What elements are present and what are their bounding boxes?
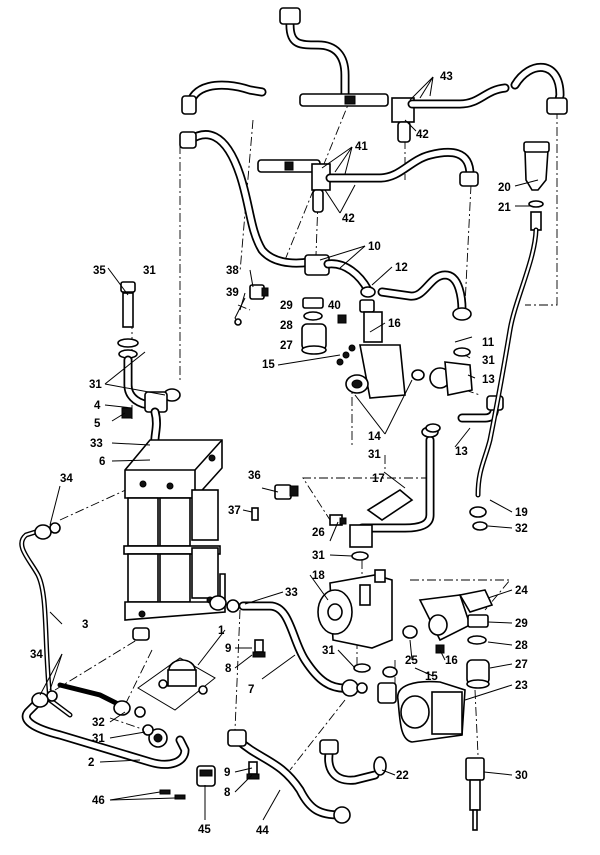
callout-26: 26 xyxy=(312,527,325,539)
callout-41: 41 xyxy=(355,141,368,153)
callout-35: 35 xyxy=(93,265,106,277)
central-junction xyxy=(301,297,504,423)
callout-8-top: 8 xyxy=(225,663,232,675)
callout-13-top: 13 xyxy=(482,374,495,386)
regulator-1 xyxy=(137,657,216,711)
callout-7: 7 xyxy=(248,684,254,696)
callout-33-bottom: 33 xyxy=(285,587,298,599)
callout-27-right: 27 xyxy=(515,659,528,671)
callout-2: 2 xyxy=(88,757,94,769)
callout-40: 40 xyxy=(328,300,341,312)
callout-30: 30 xyxy=(515,770,528,782)
callout-15-top: 15 xyxy=(262,359,275,371)
callout-31-top: 31 xyxy=(143,265,156,277)
callout-17: 17 xyxy=(372,473,385,485)
callout-labels: 43 42 41 42 20 21 10 12 35 31 38 39 29 4… xyxy=(30,71,528,837)
callout-12: 12 xyxy=(395,262,408,274)
callout-34-bottom: 34 xyxy=(30,649,43,661)
callout-23: 23 xyxy=(515,680,528,692)
callout-9-bottom: 9 xyxy=(224,767,230,779)
upper-hose-manifold xyxy=(181,7,568,143)
callout-32-left: 32 xyxy=(92,717,105,729)
callout-31-mid: 31 xyxy=(368,449,381,461)
callout-15-bottom: 15 xyxy=(425,671,438,683)
leader-lines xyxy=(39,76,539,821)
callout-44: 44 xyxy=(256,825,269,837)
return-hose-group xyxy=(234,254,472,326)
callout-20: 20 xyxy=(498,182,511,194)
fuel-line-19 xyxy=(469,141,550,531)
callout-29-right: 29 xyxy=(515,618,528,630)
callout-22: 22 xyxy=(396,770,409,782)
pipe-3-loop xyxy=(19,522,123,718)
callout-14: 14 xyxy=(368,431,381,443)
callout-36: 36 xyxy=(248,470,261,482)
callout-37: 37 xyxy=(228,505,241,517)
callout-27-left: 27 xyxy=(280,340,293,352)
callout-6: 6 xyxy=(99,456,105,468)
callout-5: 5 xyxy=(94,418,101,430)
pipe-2 xyxy=(21,692,190,769)
callout-28-right: 28 xyxy=(515,640,528,652)
callout-38: 38 xyxy=(226,265,239,277)
callout-10: 10 xyxy=(368,241,381,253)
callout-16-top: 16 xyxy=(388,318,401,330)
filter-bank xyxy=(123,439,226,641)
callout-8-bottom: 8 xyxy=(224,787,231,799)
callout-31-pump: 31 xyxy=(312,550,325,562)
callout-39: 39 xyxy=(226,287,239,299)
callout-24: 24 xyxy=(515,585,528,597)
fuel-pump-23 xyxy=(319,666,466,785)
pipe-17-bracket xyxy=(329,426,439,561)
callout-13-bottom: 13 xyxy=(455,446,468,458)
callout-21: 21 xyxy=(498,202,511,214)
sender-30 xyxy=(465,757,485,831)
callout-18: 18 xyxy=(312,570,325,582)
callout-19: 19 xyxy=(515,507,528,519)
callout-46: 46 xyxy=(92,795,105,807)
callout-42-mid: 42 xyxy=(342,213,355,225)
callout-11: 11 xyxy=(482,337,495,349)
callout-45: 45 xyxy=(198,824,211,836)
callout-3: 3 xyxy=(82,619,88,631)
callout-31-bottom: 31 xyxy=(92,733,105,745)
callout-28-left: 28 xyxy=(280,320,293,332)
callout-32-right: 32 xyxy=(515,523,528,535)
pump-assembly xyxy=(317,569,494,689)
callout-31-left: 31 xyxy=(89,379,102,391)
callout-34-top: 34 xyxy=(60,473,73,485)
callout-33-top: 33 xyxy=(90,438,103,450)
callout-29-left: 29 xyxy=(280,300,293,312)
small-parts xyxy=(251,423,441,673)
callout-25: 25 xyxy=(405,655,418,667)
callout-43: 43 xyxy=(440,71,453,83)
callout-31-lower: 31 xyxy=(322,645,335,657)
callout-31-right: 31 xyxy=(482,355,495,367)
callout-42-top: 42 xyxy=(416,129,429,141)
callout-16-bottom: 16 xyxy=(445,655,458,667)
middle-hose-manifold xyxy=(179,130,479,268)
callout-4: 4 xyxy=(94,400,101,412)
pipe-44 xyxy=(159,729,351,824)
callout-9-top: 9 xyxy=(225,643,231,655)
callout-1: 1 xyxy=(218,625,225,637)
pipe-7 xyxy=(209,595,368,697)
